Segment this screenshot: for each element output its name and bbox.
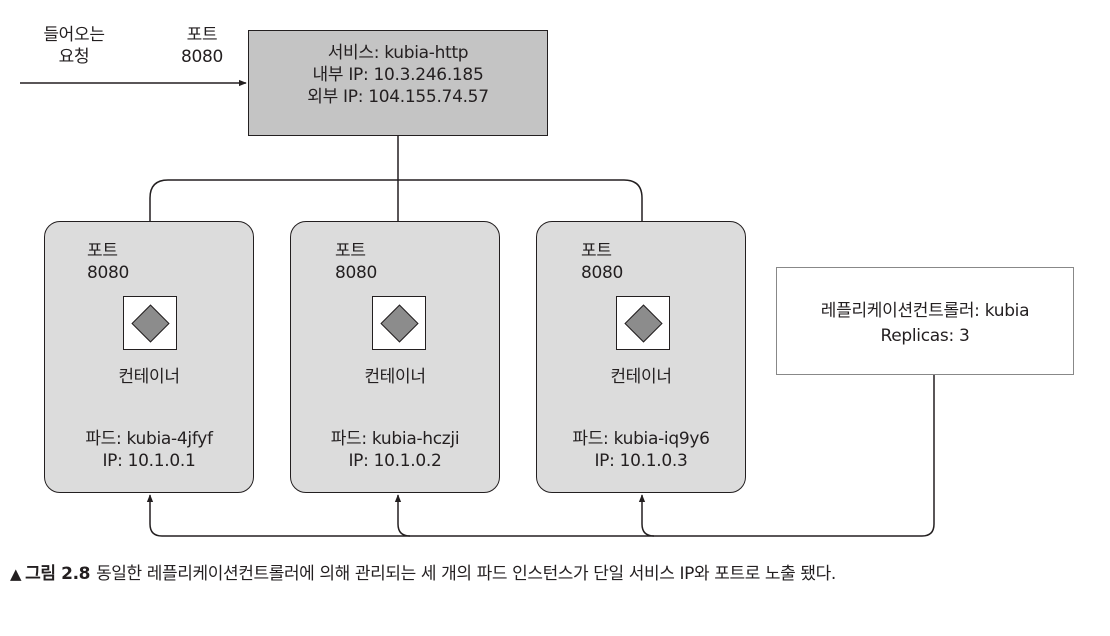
pod-port-title: 포트 xyxy=(581,241,612,261)
container-label: 컨테이너 xyxy=(118,367,180,387)
incoming-label-line2: 요청 xyxy=(58,47,90,67)
rc-manage-line xyxy=(146,375,935,537)
pod-port-title: 포트 xyxy=(87,241,118,261)
pod-box[interactable]: 포트 8080 컨테이너 파드: kubia-iq9y6 IP: 10.1.0.… xyxy=(536,221,746,493)
container-icon xyxy=(123,296,177,350)
service-name: 서비스: kubia-http xyxy=(327,43,469,63)
pod-port-value: 8080 xyxy=(581,263,624,283)
caption-triangle-icon: ▲ xyxy=(10,565,22,583)
service-box[interactable] xyxy=(248,30,548,136)
incoming-port-value: 8080 xyxy=(180,47,224,67)
pod-box[interactable]: 포트 8080 컨테이너 파드: kubia-hczji IP: 10.1.0.… xyxy=(290,221,500,493)
caption-text: 동일한 레플리케이션컨트롤러에 의해 관리되는 세 개의 파드 인스턴스가 단일… xyxy=(96,564,836,584)
incoming-port-label: 포트 8080 xyxy=(172,24,232,68)
pod-ip: IP: 10.1.0.2 xyxy=(348,451,442,471)
container-diamond-icon xyxy=(379,303,419,343)
incoming-port-title: 포트 xyxy=(186,25,218,45)
pod-port-title: 포트 xyxy=(335,241,366,261)
caption-figure-number: 그림 2.8 xyxy=(25,564,91,584)
pod-port-label: 포트 8080 xyxy=(335,240,377,284)
pod-ip: IP: 10.1.0.1 xyxy=(102,451,196,471)
incoming-request-label: 들어오는 요청 xyxy=(24,24,124,68)
pod-port-label: 포트 8080 xyxy=(87,240,129,284)
incoming-label-line1: 들어오는 xyxy=(43,25,105,45)
replication-controller-name: 레플리케이션컨트롤러: kubia xyxy=(820,301,1030,321)
pod-name: 파드: kubia-iq9y6 xyxy=(572,429,710,449)
pod-port-label: 포트 8080 xyxy=(581,240,623,284)
pod-name: 파드: kubia-hczji xyxy=(330,429,460,449)
rc-to-pod2-line xyxy=(394,494,411,537)
pod-ip: IP: 10.1.0.3 xyxy=(594,451,688,471)
container-diamond-icon xyxy=(623,303,663,343)
container-label: 컨테이너 xyxy=(364,367,426,387)
pod-box[interactable]: 포트 8080 컨테이너 파드: kubia-4jfyf IP: 10.1.0.… xyxy=(44,221,254,493)
replication-controller-replicas: Replicas: 3 xyxy=(880,326,970,346)
service-external-ip: 외부 IP: 104.155.74.57 xyxy=(307,87,489,107)
container-diamond-icon xyxy=(130,303,170,343)
container-icon xyxy=(616,296,670,350)
replication-controller-box[interactable]: 레플리케이션컨트롤러: kubia Replicas: 3 xyxy=(776,267,1074,375)
container-icon xyxy=(372,296,426,350)
pod-port-value: 8080 xyxy=(335,263,378,283)
pod-port-value: 8080 xyxy=(87,263,130,283)
pod-name: 파드: kubia-4jfyf xyxy=(85,429,213,449)
container-label: 컨테이너 xyxy=(610,367,672,387)
service-text: 서비스: kubia-http 내부 IP: 10.3.246.185 외부 I… xyxy=(248,42,548,108)
branch-to-pod1 xyxy=(146,179,398,297)
service-internal-ip: 내부 IP: 10.3.246.185 xyxy=(312,65,484,85)
branch-to-pod3 xyxy=(398,179,646,297)
rc-to-pod3-line xyxy=(638,494,655,537)
